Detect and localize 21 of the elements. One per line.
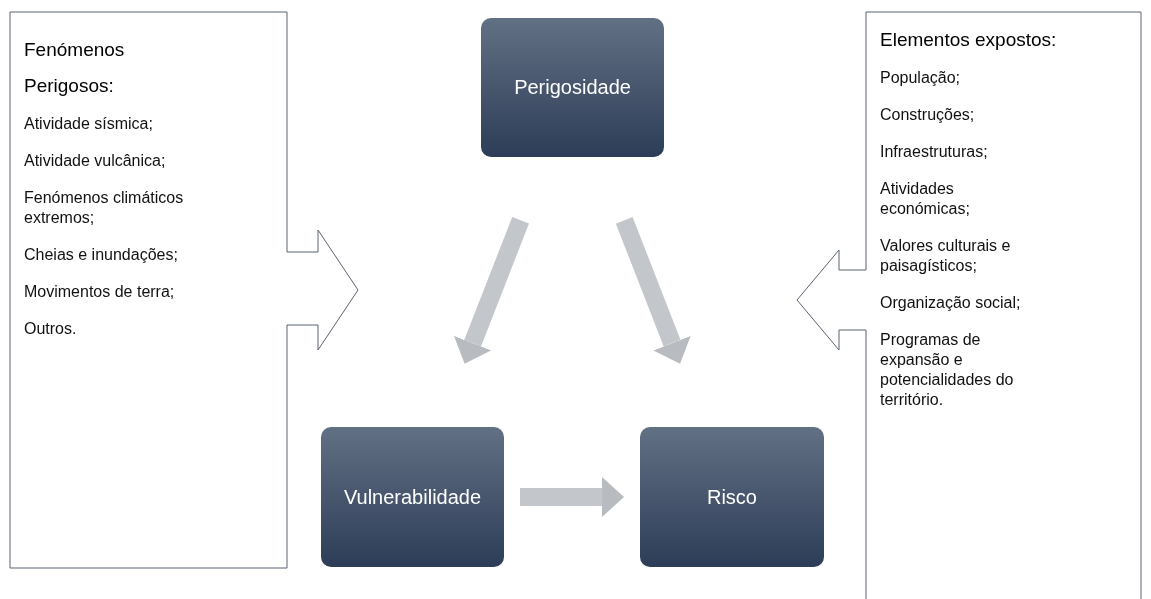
block-arrow (615, 217, 691, 364)
list-item: Programas de expansão e potencialidades do território. (880, 330, 1015, 410)
process-box: Risco (640, 427, 824, 567)
process-box: Vulnerabilidade (321, 427, 504, 567)
list-item: Construções; (880, 105, 976, 125)
callout-heading: Fenómenos Perigosos: (24, 38, 126, 98)
list-item: Cheias e inundações; (24, 245, 179, 265)
callout-heading: Elementos expostos: (880, 28, 1058, 52)
list-item: População; (880, 68, 962, 88)
list-item: Infraestruturas; (880, 142, 989, 162)
process-box: Perigosidade (481, 18, 664, 157)
block-arrow (520, 477, 624, 517)
list-item: Organização social; (880, 293, 1022, 313)
list-item: Outros. (24, 319, 78, 339)
list-item: Atividade sísmica; (24, 114, 154, 134)
list-item: Movimentos de terra; (24, 282, 176, 302)
list-item: Fenómenos climáticos extremos; (24, 188, 185, 228)
list-item: Valores culturais e paisagísticos; (880, 236, 1012, 276)
list-item: Atividades económicas; (880, 179, 971, 219)
list-item: Atividade vulcânica; (24, 151, 167, 171)
block-arrow (454, 217, 529, 364)
